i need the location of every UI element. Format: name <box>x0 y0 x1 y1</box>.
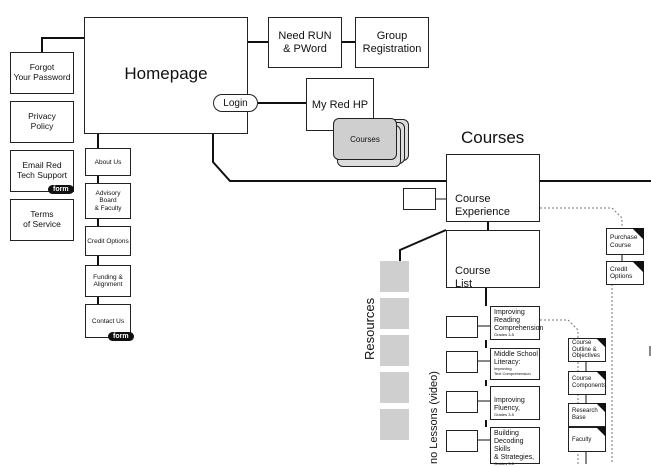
course-item-note <box>446 351 478 373</box>
privacy-policy-label: Privacy Policy <box>28 111 56 131</box>
connector-courses-bar <box>212 134 446 182</box>
my-red-hp-label: My Red HP <box>311 98 369 111</box>
course-item-note <box>446 430 478 452</box>
corner-marker <box>596 338 606 348</box>
advisory-label: Advisory Board & Faculty <box>94 189 122 212</box>
course-components-label: Course Components <box>572 376 607 389</box>
email-form-badge: form <box>48 185 74 194</box>
email-support-label: Email Red Tech Support <box>16 160 68 180</box>
course-item-title: Middle School Literacy: <box>494 351 538 367</box>
course-list-label: Course List <box>455 265 491 290</box>
purchase-course-box[interactable]: Purchase Course <box>606 228 644 255</box>
terms-box[interactable]: Terms of Service <box>10 199 74 241</box>
course-experience-label: Course Experience <box>455 193 511 218</box>
connector-purchase-dotted <box>540 207 623 228</box>
group-registration-label: Group Registration <box>362 29 422 55</box>
login-label: Login <box>223 97 248 109</box>
corner-marker <box>632 228 644 240</box>
course-experience-box[interactable]: Course Experience <box>446 154 540 222</box>
course-item-card[interactable]: Middle School Literacy: Improving Text C… <box>490 348 540 380</box>
faculty-label: Faculty <box>572 436 592 443</box>
contact-us-box[interactable]: Contact Us <box>85 304 131 338</box>
connector-resources <box>399 229 447 262</box>
corner-marker <box>596 403 606 413</box>
course-item-note <box>446 316 478 338</box>
resource-tile[interactable] <box>380 409 409 440</box>
contact-us-label: Contact Us <box>91 317 125 325</box>
funding-label: Funding & Alignment <box>93 273 123 288</box>
course-components-box[interactable]: Course Components <box>568 371 606 395</box>
corner-marker <box>632 261 644 273</box>
funding-box[interactable]: Funding & Alignment <box>85 265 131 297</box>
need-run-box[interactable]: Need RUN & PWord <box>268 17 342 68</box>
course-outline-box[interactable]: Course Outline & Objectives <box>568 338 606 362</box>
experience-note <box>403 188 436 210</box>
homepage-box[interactable]: Homepage <box>84 17 248 134</box>
resource-tile[interactable] <box>380 335 409 366</box>
resource-tile[interactable] <box>380 261 409 292</box>
corner-marker <box>596 371 606 381</box>
need-run-label: Need RUN & PWord <box>278 29 332 55</box>
purchase-course-label: Purchase Course <box>610 234 638 249</box>
corner-marker <box>596 427 606 437</box>
about-us-label: About Us <box>94 158 122 166</box>
credit-options-course-label: Credit Options <box>610 265 633 280</box>
terms-label: Terms of Service <box>23 209 61 229</box>
course-list-box[interactable]: Course List <box>446 230 540 290</box>
advisory-box[interactable]: Advisory Board & Faculty <box>85 183 131 219</box>
faculty-box[interactable]: Faculty <box>568 427 606 452</box>
resource-tile[interactable] <box>380 298 409 329</box>
course-item-subtitle: Grades 3-5 <box>494 332 515 338</box>
connector-left-hook <box>41 37 84 52</box>
forgot-password-label: Forgot Your Password <box>13 62 71 82</box>
courses-stack-label: Courses <box>350 134 380 144</box>
contact-form-badge: form <box>108 332 134 341</box>
resource-tile[interactable] <box>380 372 409 403</box>
course-item-card[interactable]: Improving Fluency, Grades 3-5 <box>490 386 540 420</box>
course-item-subtitle: Grades 3-5 <box>494 412 515 418</box>
courses-stack-card[interactable]: Courses <box>333 118 397 160</box>
courses-heading: Courses <box>461 128 525 147</box>
credit-options-label: Credit Options <box>87 237 129 245</box>
privacy-policy-box[interactable]: Privacy Policy <box>10 101 74 143</box>
group-registration-box[interactable]: Group Registration <box>355 17 429 68</box>
about-us-box[interactable]: About Us <box>85 148 131 176</box>
course-outline-label: Course Outline & Objectives <box>572 339 601 360</box>
login-button[interactable]: Login <box>213 94 258 112</box>
course-item-title: Building Decoding Skills & Strategies, <box>494 430 535 462</box>
course-item-subtitle: Improving Text Comprehension <box>494 366 531 376</box>
course-item-title: Improving Fluency, <box>494 397 525 413</box>
credit-options-box[interactable]: Credit Options <box>85 226 131 256</box>
research-base-label: Research Base <box>572 408 598 421</box>
course-item-card[interactable]: Improving Reading Comprehension Grades 3… <box>490 306 544 340</box>
homepage-title: Homepage <box>124 64 208 83</box>
forgot-password-box[interactable]: Forgot Your Password <box>10 52 74 94</box>
course-item-title: Improving Reading Comprehension <box>494 309 544 333</box>
course-item-note <box>446 391 478 413</box>
connector-detail-dotted <box>540 319 579 338</box>
research-base-box[interactable]: Research Base <box>568 403 606 427</box>
